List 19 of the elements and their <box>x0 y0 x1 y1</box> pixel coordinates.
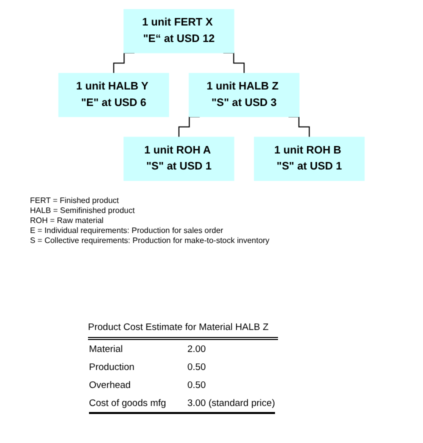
node-box: 1 unit ROH B "S" at USD 1 <box>254 136 365 181</box>
node-box: 1 unit HALB Y "E" at USD 6 <box>58 72 170 118</box>
node-box: 1 unit ROH A "S" at USD 1 <box>124 136 234 181</box>
cost-value: 0.50 <box>187 362 206 372</box>
cost-item: Material <box>89 344 123 354</box>
table-heading: Product Cost Estimate for Material HALB Z <box>88 322 278 340</box>
abbreviation-note: ROH = Raw material <box>30 216 105 226</box>
cost-item: Overhead <box>89 380 131 390</box>
abbreviation-note: HALB = Semifinished product <box>30 206 136 216</box>
node-box: 1 unit FERT X "E“ at USD 12 <box>124 9 234 54</box>
abbreviation-note: FERT = Finished product <box>30 196 120 206</box>
abbreviation-note: S = Collective requirements: Production for make-to-stock inventory <box>30 236 270 246</box>
cost-item: Cost of goods mfg <box>89 398 166 408</box>
node-box: 1 unit HALB Z "S" at USD 3 <box>188 72 300 118</box>
cost-item: Production <box>89 362 134 372</box>
cost-value: 2.00 <box>187 344 206 354</box>
cost-value: 0.50 <box>187 380 206 390</box>
cost-value: 3.00 (standard price) <box>187 398 275 408</box>
abbreviation-note: E = Individual requirements: Production for sales order <box>30 226 224 236</box>
